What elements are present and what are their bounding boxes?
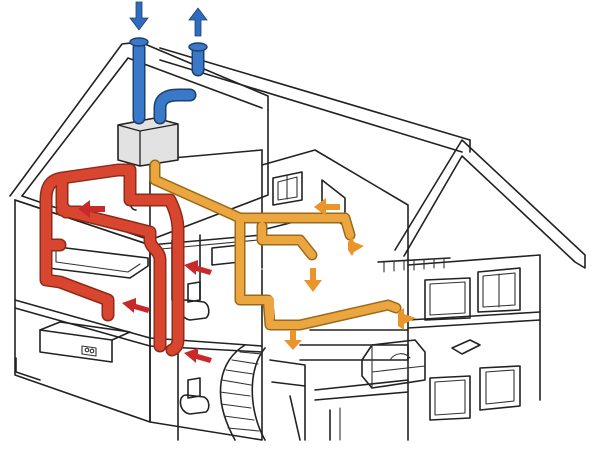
extract-arrow-5 [284,330,302,350]
extract-arrow-3 [304,268,322,292]
extract-arrow-1 [314,198,340,216]
exhaust-duct [153,42,208,125]
house-outline [9,41,586,441]
supply-arrow-bath [184,260,212,275]
supply-arrow-stair [184,348,212,363]
supply-arrow-kitchen [122,298,150,313]
extract-arrow-4 [398,308,416,330]
roof-up-arrow [188,7,208,37]
intake-duct [129,37,149,125]
heat-recovery-unit-icon [117,117,179,167]
extract-duct-network [149,159,402,331]
extract-arrow-2 [348,236,364,256]
supply-duct-network [39,163,185,357]
supply-arrow-attic [78,200,105,218]
roof-down-arrow [129,1,149,31]
